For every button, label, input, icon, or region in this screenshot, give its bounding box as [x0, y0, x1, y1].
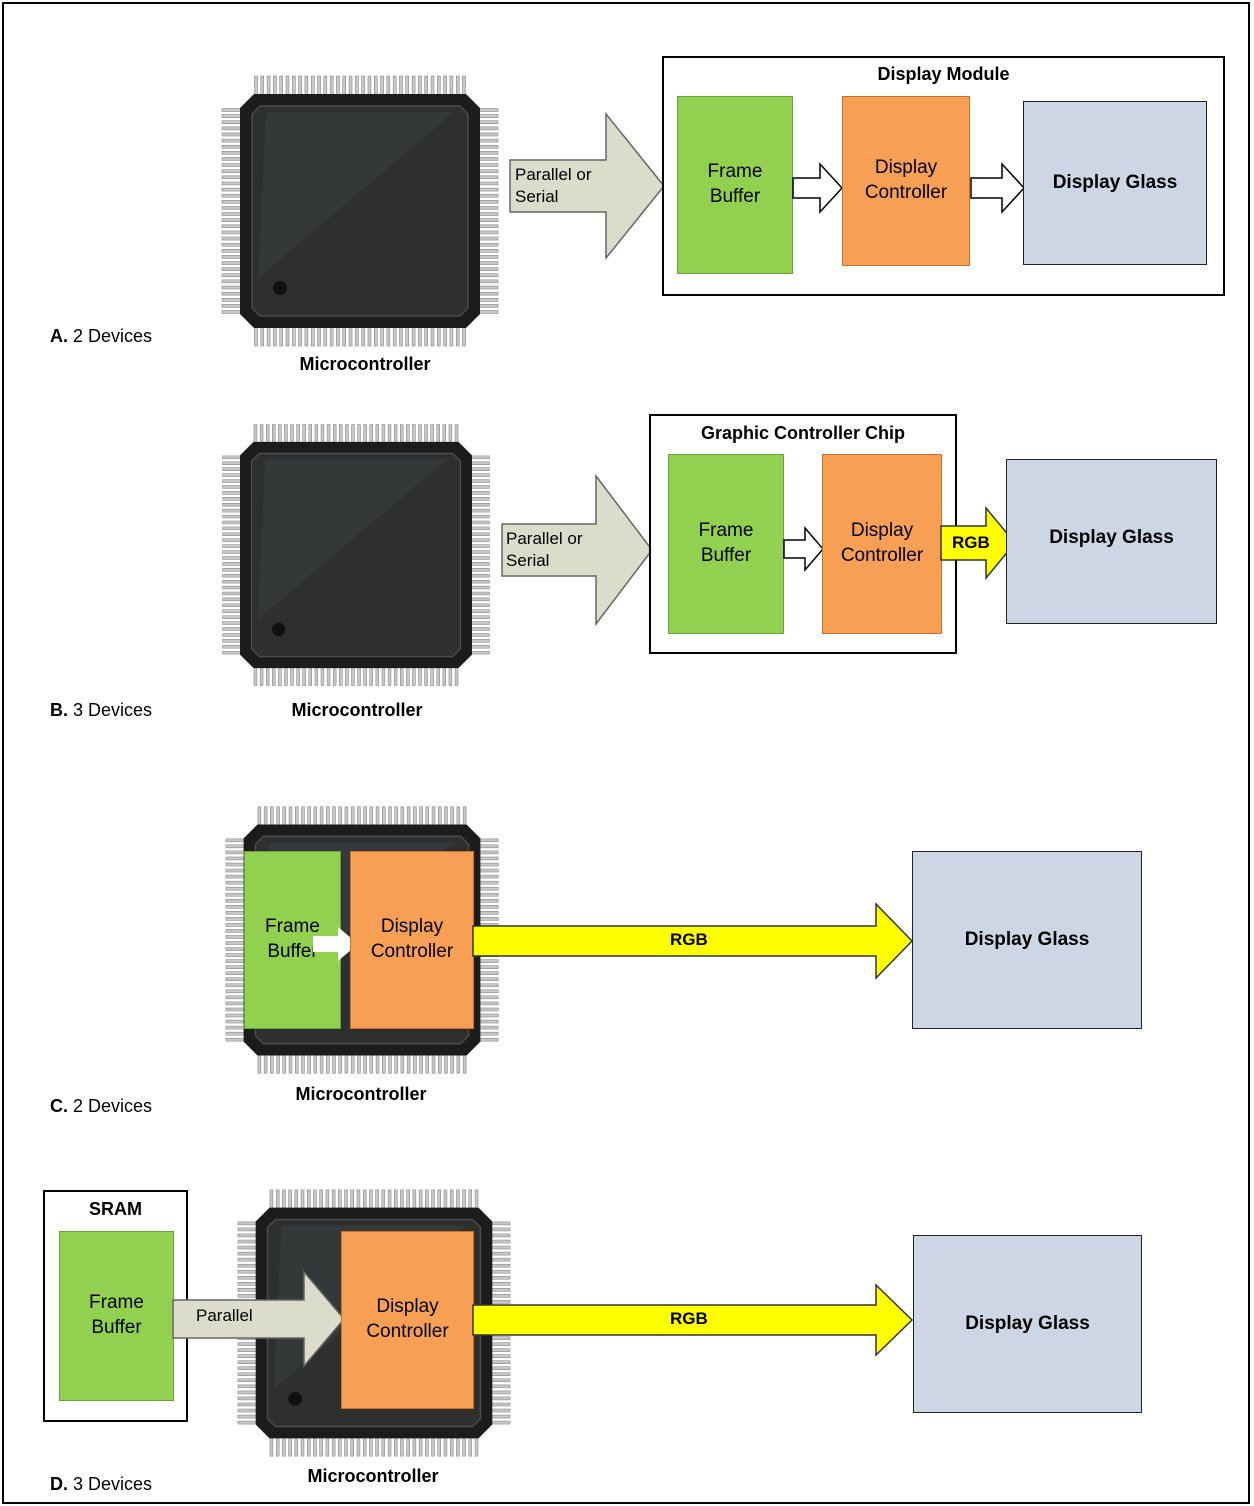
display-glass-block: Display Glass	[913, 1235, 1142, 1413]
display-controller-block: Display Controller	[350, 851, 474, 1029]
interface-arrow	[172, 1270, 345, 1368]
rgb-label: RGB	[670, 1309, 708, 1328]
frame-buffer-block: Frame Buffer	[59, 1231, 174, 1401]
display-module-title: Display Module	[877, 64, 1010, 84]
rgb-arrow	[940, 506, 1016, 580]
rgb-label: RGB	[952, 533, 990, 552]
graphic-controller-chip-title: Graphic Controller Chip	[700, 423, 905, 443]
display-glass-block: Display Glass	[912, 851, 1142, 1029]
display-controller-block: Display Controller	[842, 96, 970, 266]
internal-arrow	[783, 526, 824, 572]
display-glass-block: Display Glass	[1006, 459, 1217, 624]
rgb-label: RGB	[670, 930, 708, 949]
rgb-arrow	[472, 902, 914, 980]
rgb-arrow	[472, 1283, 914, 1357]
microcontroller-label: Microcontroller	[291, 700, 423, 720]
display-controller-block: Display Controller	[341, 1231, 474, 1409]
microcontroller-label: Microcontroller	[307, 1466, 439, 1486]
interface-arrow	[509, 112, 665, 261]
frame-buffer-block: Frame Buffer	[677, 96, 793, 274]
frame-buffer-block: Frame Buffer	[668, 454, 784, 634]
sram-title: SRAM	[89, 1199, 142, 1219]
interface-arrow-label: Parallel or Serial	[506, 529, 583, 571]
internal-arrow	[313, 927, 358, 961]
section-label-b: B. 3 Devices	[50, 700, 152, 721]
microcontroller-label: Microcontroller	[295, 1084, 427, 1104]
section-letter: C.	[50, 1096, 68, 1116]
internal-arrow	[970, 162, 1026, 214]
microcontroller-chip-icon	[221, 75, 499, 347]
device-count: 2 Devices	[73, 1096, 153, 1116]
microcontroller-chip-icon	[222, 424, 490, 686]
display-controller-block: Display Controller	[822, 454, 942, 634]
display-glass-block: Display Glass	[1023, 101, 1207, 265]
section-label-c: C. 2 Devices	[50, 1096, 152, 1117]
device-count: 3 Devices	[73, 700, 153, 720]
internal-arrow	[792, 162, 844, 214]
section-letter: A.	[50, 326, 68, 346]
section-label-d: D. 3 Devices	[50, 1474, 152, 1495]
section-letter: D.	[50, 1474, 68, 1494]
microcontroller-label: Microcontroller	[299, 354, 431, 374]
interface-arrow	[501, 474, 653, 626]
section-label-a: A. 2 Devices	[50, 326, 152, 347]
interface-arrow-label: Parallel	[196, 1306, 253, 1325]
device-count: 3 Devices	[73, 1474, 153, 1494]
device-count: 2 Devices	[73, 326, 153, 346]
section-letter: B.	[50, 700, 68, 720]
interface-arrow-label: Parallel or Serial	[515, 165, 592, 207]
